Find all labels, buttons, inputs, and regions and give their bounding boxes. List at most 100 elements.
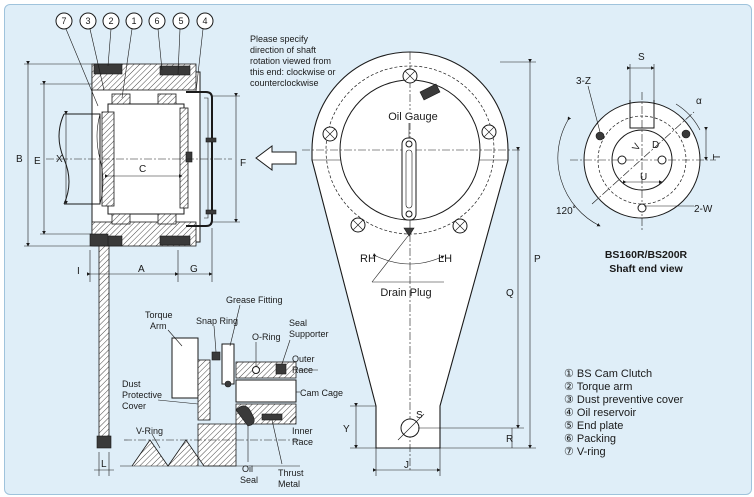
svg-text:2: 2 <box>108 16 113 26</box>
bolt-top-right <box>159 65 191 76</box>
balloon-5: 5 <box>172 12 190 75</box>
legend-item-6: ⑥ Packing <box>564 433 616 445</box>
label-torque-1: Torque <box>145 310 173 320</box>
label-grease-fitting: Grease Fitting <box>226 295 283 305</box>
section-view: B E X C F I A G L 7 3 2 1 6 5 4 <box>16 12 246 476</box>
balloon-1: 1 <box>121 12 143 99</box>
svg-text:4: 4 <box>202 16 207 26</box>
legend-item-5: ⑤ End plate <box>564 420 623 432</box>
drain-plug-mark <box>403 227 415 237</box>
dim-label-2-w: 2-W <box>694 204 713 215</box>
drain-plug-label: Drain Plug <box>380 287 431 299</box>
label-v-ring: V-Ring <box>136 426 163 436</box>
dim-label-r: R <box>506 434 513 445</box>
rotation-note: Please specify direction of shaft rotati… <box>250 34 336 171</box>
view-direction-arrow <box>255 145 297 171</box>
dim-label-x: X <box>56 154 63 165</box>
dim-label-front-s: S <box>416 410 423 421</box>
leader-thrust-metal <box>271 419 283 465</box>
torque-arm-end <box>96 435 112 449</box>
dim-label-j: J <box>404 460 409 471</box>
detail-grease-body <box>221 343 235 385</box>
dim-label-v: V <box>631 141 644 153</box>
label-outer-2: Race <box>292 365 313 375</box>
dim-label-d: D <box>652 140 659 151</box>
detail-thrust-metal <box>261 413 283 421</box>
leader-seal-supporter <box>281 339 291 365</box>
label-seal-1: Seal <box>289 318 307 328</box>
detail-outer-race <box>235 361 297 379</box>
drain-plug-leader-1 <box>371 235 409 283</box>
torque-arm-section <box>98 245 110 447</box>
bearing-top-left <box>111 93 131 105</box>
legend-item-7: ⑦ V-ring <box>564 446 606 458</box>
dim-label-3-z: 3-Z <box>576 76 591 87</box>
label-dust-1: Dust <box>122 379 141 389</box>
dim-label-p: P <box>534 254 541 265</box>
balloon-4: 4 <box>195 12 214 93</box>
balloon-6: 6 <box>148 12 166 71</box>
bolt-hole-top <box>402 68 418 84</box>
dim-label-g: G <box>190 264 198 275</box>
angle-arc-alpha <box>675 103 701 131</box>
label-inner-1: Inner <box>292 426 313 436</box>
detail-oil-seal <box>235 405 255 427</box>
label-torque-2: Arm <box>150 321 167 331</box>
oil-fitting-bottom <box>205 209 217 215</box>
front-view: Oil Gauge Drain Plug RH LH S P Q R Y J <box>302 51 541 476</box>
label-snap-ring: Snap Ring <box>196 316 238 326</box>
tap-hole-bottom <box>637 203 647 213</box>
balloon-3: 3 <box>79 12 105 91</box>
torque-arm-nut <box>89 233 109 247</box>
dim-label-t: T <box>712 154 723 160</box>
rh-label: RH <box>360 253 376 265</box>
shaft-caption-model: BS160R/BS200R <box>605 249 688 261</box>
note-line-4: this end: clockwise or <box>250 67 336 77</box>
balloon-7: 7 <box>55 12 99 107</box>
leader-torque-arm <box>167 329 183 347</box>
bolt-hole-lower-right <box>452 218 468 234</box>
oil-gauge-screw-top <box>405 140 413 148</box>
tap-hole-upper-right <box>681 129 691 139</box>
svg-text:5: 5 <box>178 16 183 26</box>
dim-label-l: L <box>101 459 107 470</box>
legend-item-4: ④ Oil reservoir <box>564 407 637 419</box>
dim-label-u: U <box>640 172 647 183</box>
label-inner-2: Race <box>292 437 313 447</box>
oil-gauge-label: Oil Gauge <box>388 111 438 123</box>
shaft-end-view: S 3-Z α V D T U 120˚ 2-W BS160R/BS200R S… <box>556 52 723 275</box>
pin-hole-dim-line <box>397 413 425 441</box>
oil-gauge-screw-bottom <box>405 210 413 218</box>
bolt-bottom-right <box>159 235 191 246</box>
angle-arc-120 <box>557 116 601 227</box>
breather-mark <box>419 83 441 101</box>
label-outer-1: Outer <box>292 354 315 364</box>
leader-3-z <box>587 85 601 133</box>
note-line-3: rotation viewed from <box>250 56 331 66</box>
legend-item-2: ② Torque arm <box>564 381 632 393</box>
dim-label-alpha: α <box>696 96 702 107</box>
lh-label: LH <box>438 253 452 265</box>
oil-reservoir-inner <box>204 97 209 219</box>
rotation-arc <box>372 253 445 265</box>
note-line-5: counterclockwise <box>250 78 319 88</box>
leader-v-ring <box>151 433 161 449</box>
oil-gauge-inner <box>405 149 413 209</box>
leader-dust-cover <box>157 399 199 405</box>
label-cam-cage: Cam Cage <box>300 388 343 398</box>
leader-grease <box>229 304 241 347</box>
parts-legend: ① BS Cam Clutch ② Torque arm ③ Dust prev… <box>564 368 684 458</box>
dim-label-a: A <box>138 264 145 275</box>
label-seal-2: Supporter <box>289 329 329 339</box>
tap-hole-upper-left <box>595 131 605 141</box>
dim-label-i: I <box>77 266 80 277</box>
shaft-hole-left <box>617 155 627 165</box>
detail-cam-cage <box>235 379 297 403</box>
keyway-mark <box>185 151 193 163</box>
shaft-hole-right <box>657 155 667 165</box>
detail-o-ring <box>252 366 260 374</box>
note-line-1: Please specify <box>250 34 309 44</box>
label-thrust-1: Thrust <box>278 468 304 478</box>
